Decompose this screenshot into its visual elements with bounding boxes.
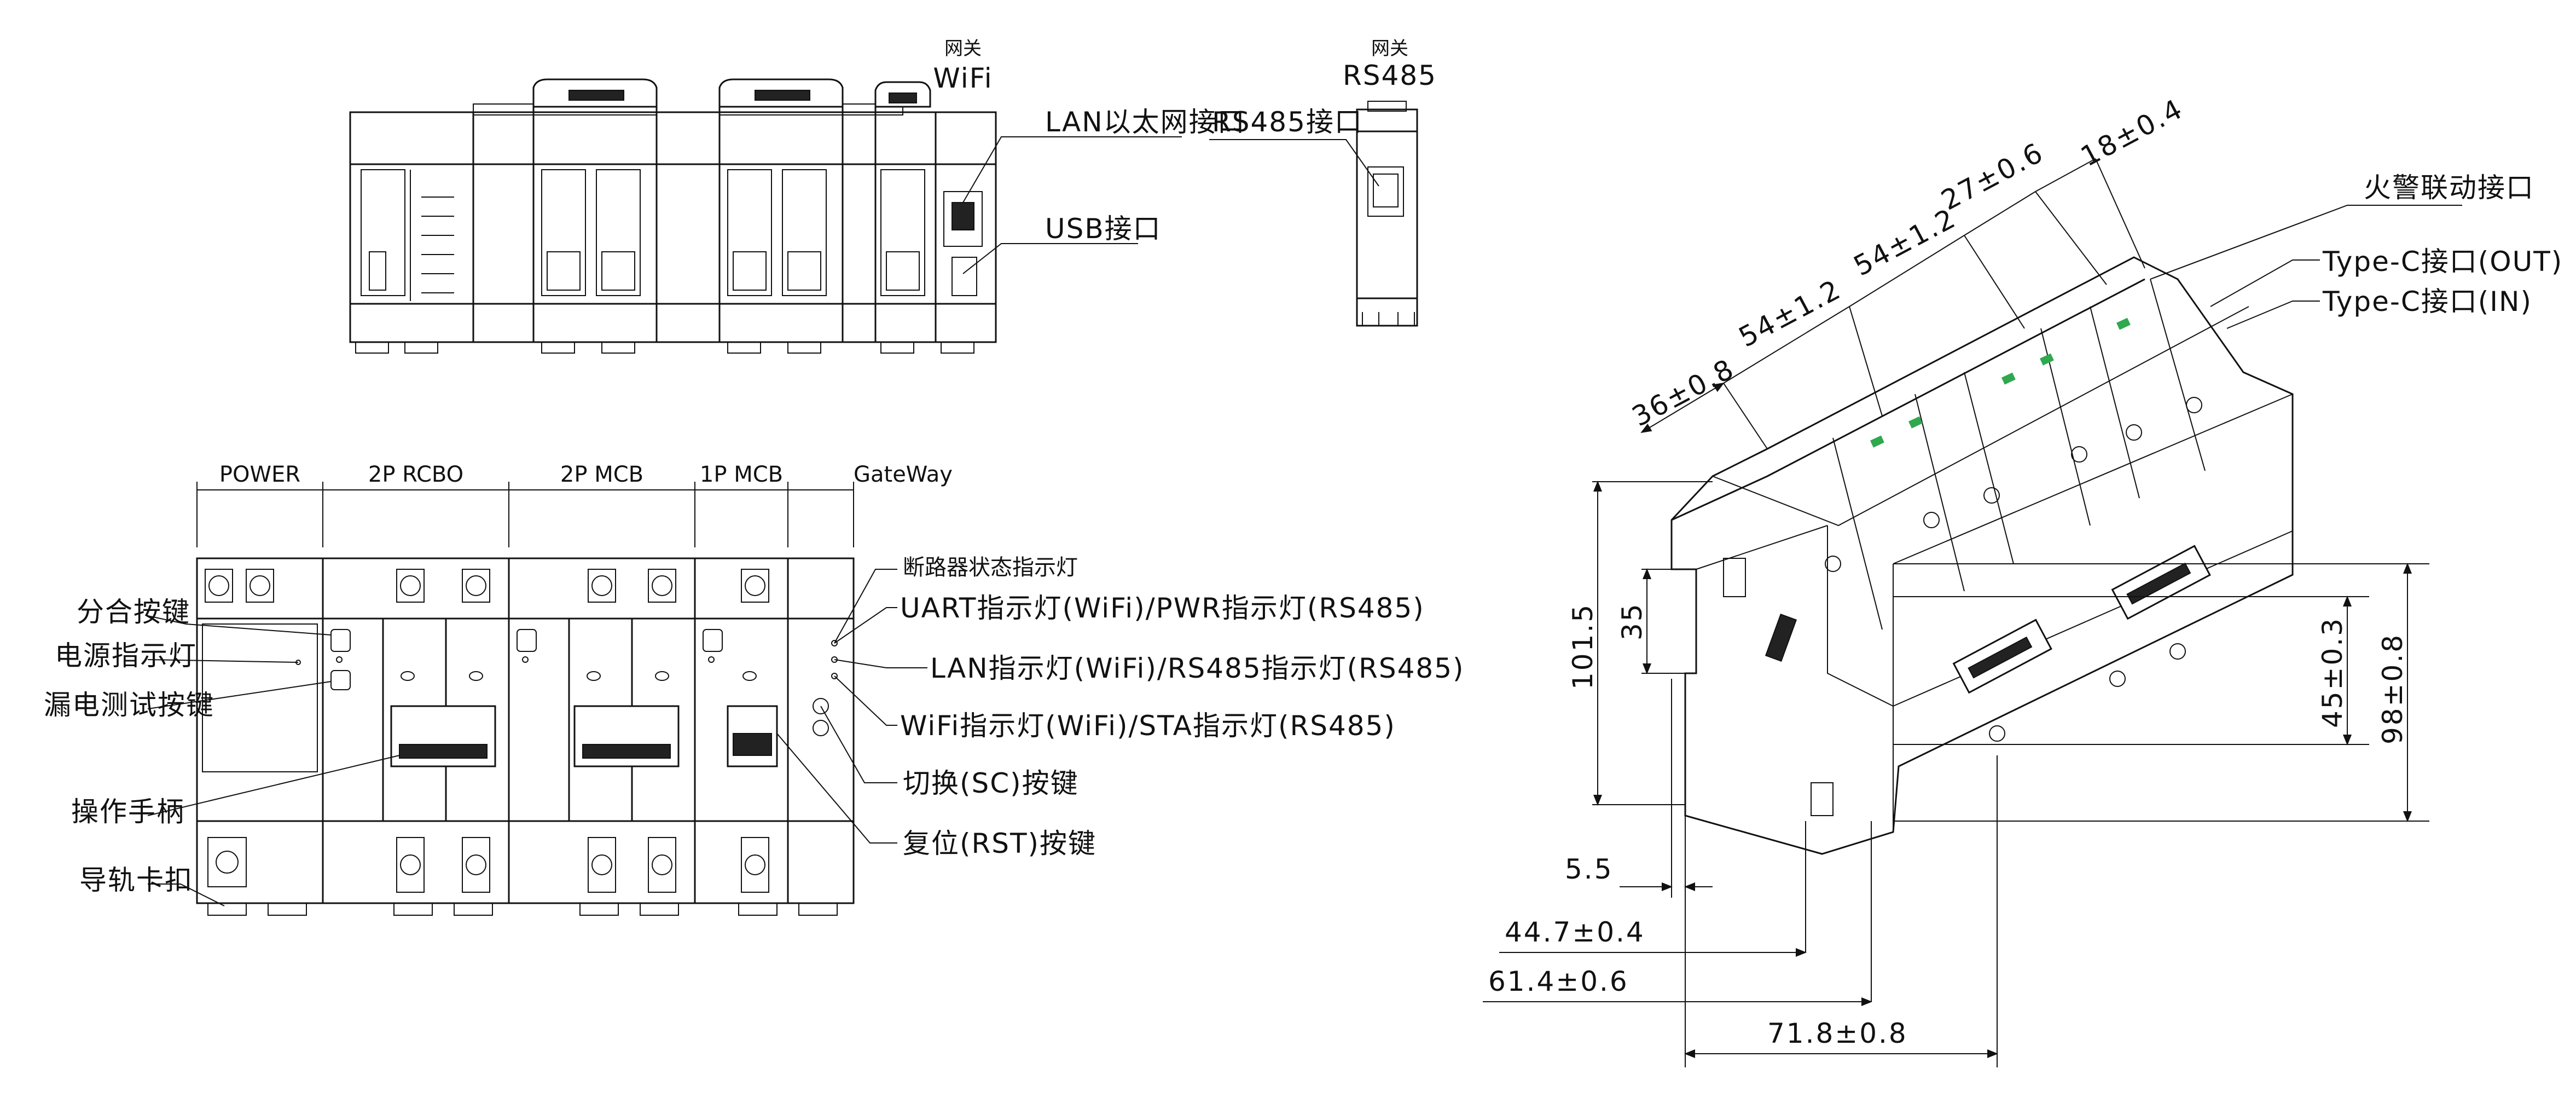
lan-port-label: LAN以太网接口 [1045, 106, 1246, 138]
dim-71-8: 71.8±0.8 [1767, 1018, 1908, 1049]
dim-27: 27±0.6 [1936, 136, 2049, 217]
isometric-view: 36±0.8 54±1.2 54±1.2 27±0.6 18±0.4 火警联动接… [1483, 93, 2563, 1067]
dim-98: 98±0.8 [2377, 633, 2409, 744]
dim-44-7: 44.7±0.4 [1505, 916, 1645, 948]
top-terminals [205, 569, 769, 603]
dim-54-b: 54±1.2 [1848, 202, 1962, 282]
side-gateway-label-cn: 网关 [1371, 38, 1408, 60]
callout-breaker-status-led: 断路器状态指示灯 [903, 555, 1078, 580]
callout-rail-clip: 导轨卡扣 [79, 864, 193, 896]
callout-leakage-test-button: 漏电测试按键 [44, 689, 214, 721]
section-2p-mcb: 2P MCB [560, 462, 643, 487]
callout-operating-handle: 操作手柄 [71, 796, 185, 828]
callout-uart-pwr-led: UART指示灯(WiFi)/PWR指示灯(RS485) [900, 592, 1425, 624]
dim-61-4: 61.4±0.6 [1488, 966, 1629, 997]
dim-5-5: 5.5 [1565, 853, 1614, 885]
rs485-port-label: RS485接口 [1212, 106, 1363, 138]
dim-101-5: 101.5 [1567, 603, 1599, 690]
front-view: POWER 2P RCBO 2P MCB 1P MCB GateWay [44, 462, 1465, 916]
bottom-terminals [207, 837, 769, 893]
section-gateway: GateWay [854, 462, 953, 487]
section-power: POWER [219, 462, 300, 487]
callout-reset-rst-button: 复位(RST)按键 [903, 828, 1096, 859]
side-view: 网关 RS485 RS485接口 [1209, 38, 1437, 327]
callout-lan-rs485-led: LAN指示灯(WiFi)/RS485指示灯(RS485) [930, 652, 1465, 684]
alarm-port-label: 火警联动接口 [2364, 172, 2534, 204]
callout-wifi-sta-led: WiFi指示灯(WiFi)/STA指示灯(RS485) [900, 710, 1396, 742]
callout-switch-sc-button: 切换(SC)按键 [903, 767, 1079, 799]
callout-power-indicator: 电源指示灯 [55, 640, 197, 672]
typec-out-label: Type-C接口(OUT) [2322, 246, 2563, 278]
dim-45: 45±0.3 [2317, 617, 2348, 728]
top-gateway-label-en: WiFi [933, 62, 993, 94]
usb-port-label: USB接口 [1045, 213, 1162, 245]
dim-35: 35 [1616, 602, 1648, 640]
side-gateway-label-en: RS485 [1343, 60, 1437, 91]
section-2p-rcbo: 2P RCBO [368, 462, 463, 487]
top-view: 网关 WiFi LAN以太网接口 USB接口 [349, 38, 1246, 354]
callout-on-off-button: 分合按键 [77, 596, 190, 628]
top-gateway-label-cn: 网关 [944, 38, 982, 60]
dim-18: 18±0.4 [2075, 93, 2189, 173]
dim-54-a: 54±1.2 [1733, 273, 1847, 354]
typec-in-label: Type-C接口(IN) [2322, 286, 2532, 317]
section-1p-mcb: 1P MCB [700, 462, 783, 487]
dim-36: 36±0.8 [1627, 353, 1740, 433]
